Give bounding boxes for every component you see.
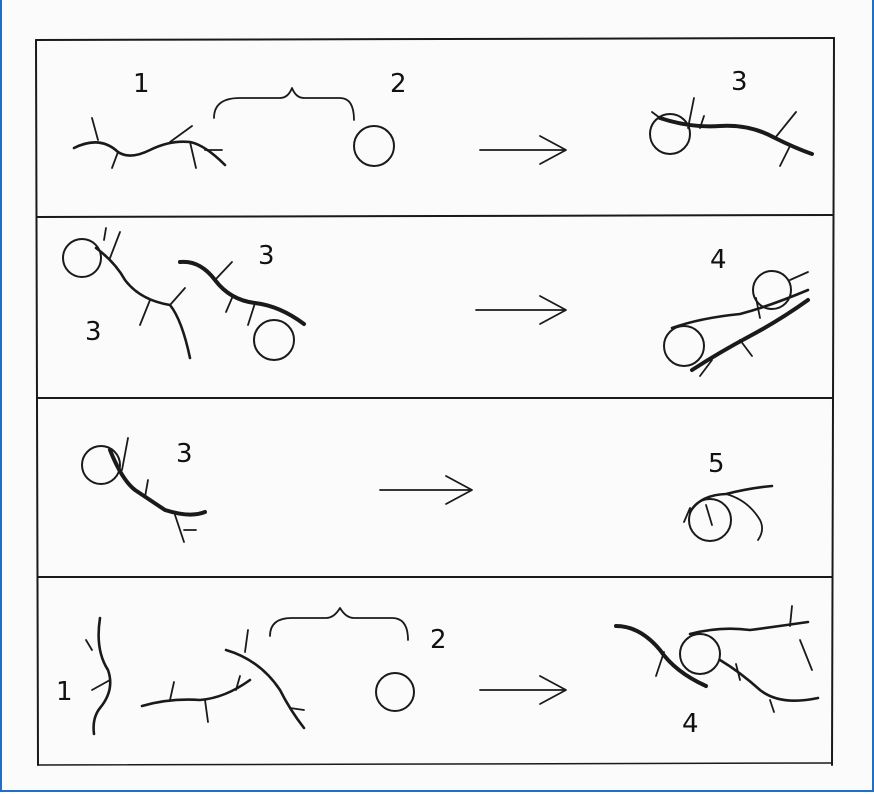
circle-monomer-row4 bbox=[376, 673, 414, 711]
row-1-product-label: 3 bbox=[731, 67, 748, 97]
chain-3-left bbox=[63, 228, 190, 358]
row-3: 3 5 bbox=[82, 438, 772, 542]
product-chain bbox=[650, 98, 812, 166]
row-1-label-a: 1 bbox=[133, 69, 150, 99]
row-2-label-a: 3 bbox=[85, 317, 102, 347]
row-4-product-label: 4 bbox=[682, 709, 699, 739]
reaction-arrow-3 bbox=[380, 476, 472, 504]
brace bbox=[214, 88, 354, 120]
reaction-arrow-4 bbox=[480, 676, 566, 704]
row-1-label-b: 2 bbox=[390, 69, 407, 99]
row-4-label-a: 1 bbox=[56, 677, 73, 707]
row-2-label-b: 3 bbox=[258, 241, 275, 271]
product-network bbox=[616, 606, 818, 712]
row-3-label-a: 3 bbox=[176, 439, 193, 469]
row-2: 3 3 4 bbox=[63, 228, 808, 376]
branched-chain-row4 bbox=[86, 618, 304, 734]
product-chain-4 bbox=[664, 271, 808, 376]
reaction-arrow-2 bbox=[476, 296, 566, 324]
row-2-product-label: 4 bbox=[710, 245, 727, 275]
branched-chain bbox=[74, 118, 225, 168]
circle-monomer bbox=[354, 126, 394, 166]
reaction-arrow bbox=[480, 136, 566, 164]
row-4: 1 2 4 bbox=[56, 606, 818, 739]
product-ring-5 bbox=[684, 486, 772, 541]
brace-row4 bbox=[270, 608, 408, 640]
row-3-product-label: 5 bbox=[708, 449, 725, 479]
row-1: 1 2 3 bbox=[74, 67, 812, 168]
row-4-label-b: 2 bbox=[430, 625, 447, 655]
chain-3-right bbox=[180, 262, 304, 360]
